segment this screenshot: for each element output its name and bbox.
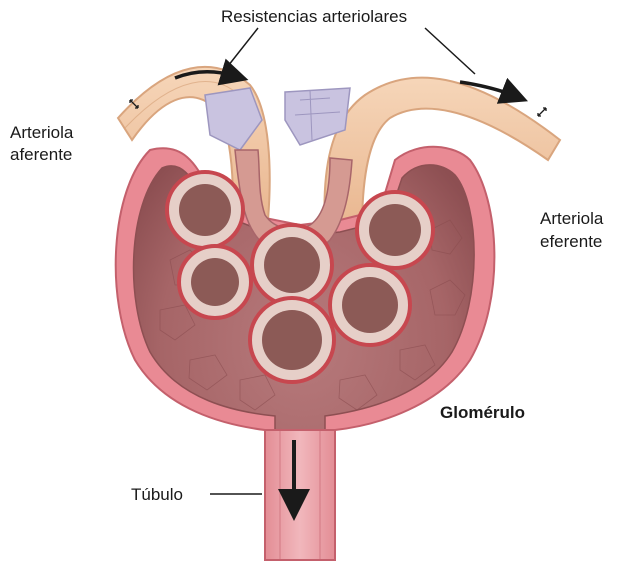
arteriola-aferente-label-line1: Arteriola xyxy=(10,123,74,142)
capillary-loop-6 xyxy=(250,298,334,382)
capillary-loop-2 xyxy=(179,246,251,318)
arteriola-eferente-label-line2: eferente xyxy=(540,232,602,251)
efferent-diameter-icon xyxy=(538,108,546,116)
juxtaglomerular-cells xyxy=(205,88,350,150)
capillary-loop-3 xyxy=(252,225,332,305)
tubule xyxy=(265,430,335,560)
resistencias-leader-right xyxy=(425,28,475,74)
capillary-loop-1 xyxy=(167,172,243,248)
arteriola-eferente-label-line1: Arteriola xyxy=(540,209,604,228)
capillary-loop-5 xyxy=(330,265,410,345)
glomerulo-label: Glomérulo xyxy=(440,403,525,422)
resistencias-leader-left xyxy=(228,28,258,66)
arteriola-aferente-label-line2: aferente xyxy=(10,145,72,164)
capillary-loop-4 xyxy=(357,192,433,268)
tubulo-label: Túbulo xyxy=(131,485,183,504)
resistencias-label: Resistencias arteriolares xyxy=(221,7,407,26)
